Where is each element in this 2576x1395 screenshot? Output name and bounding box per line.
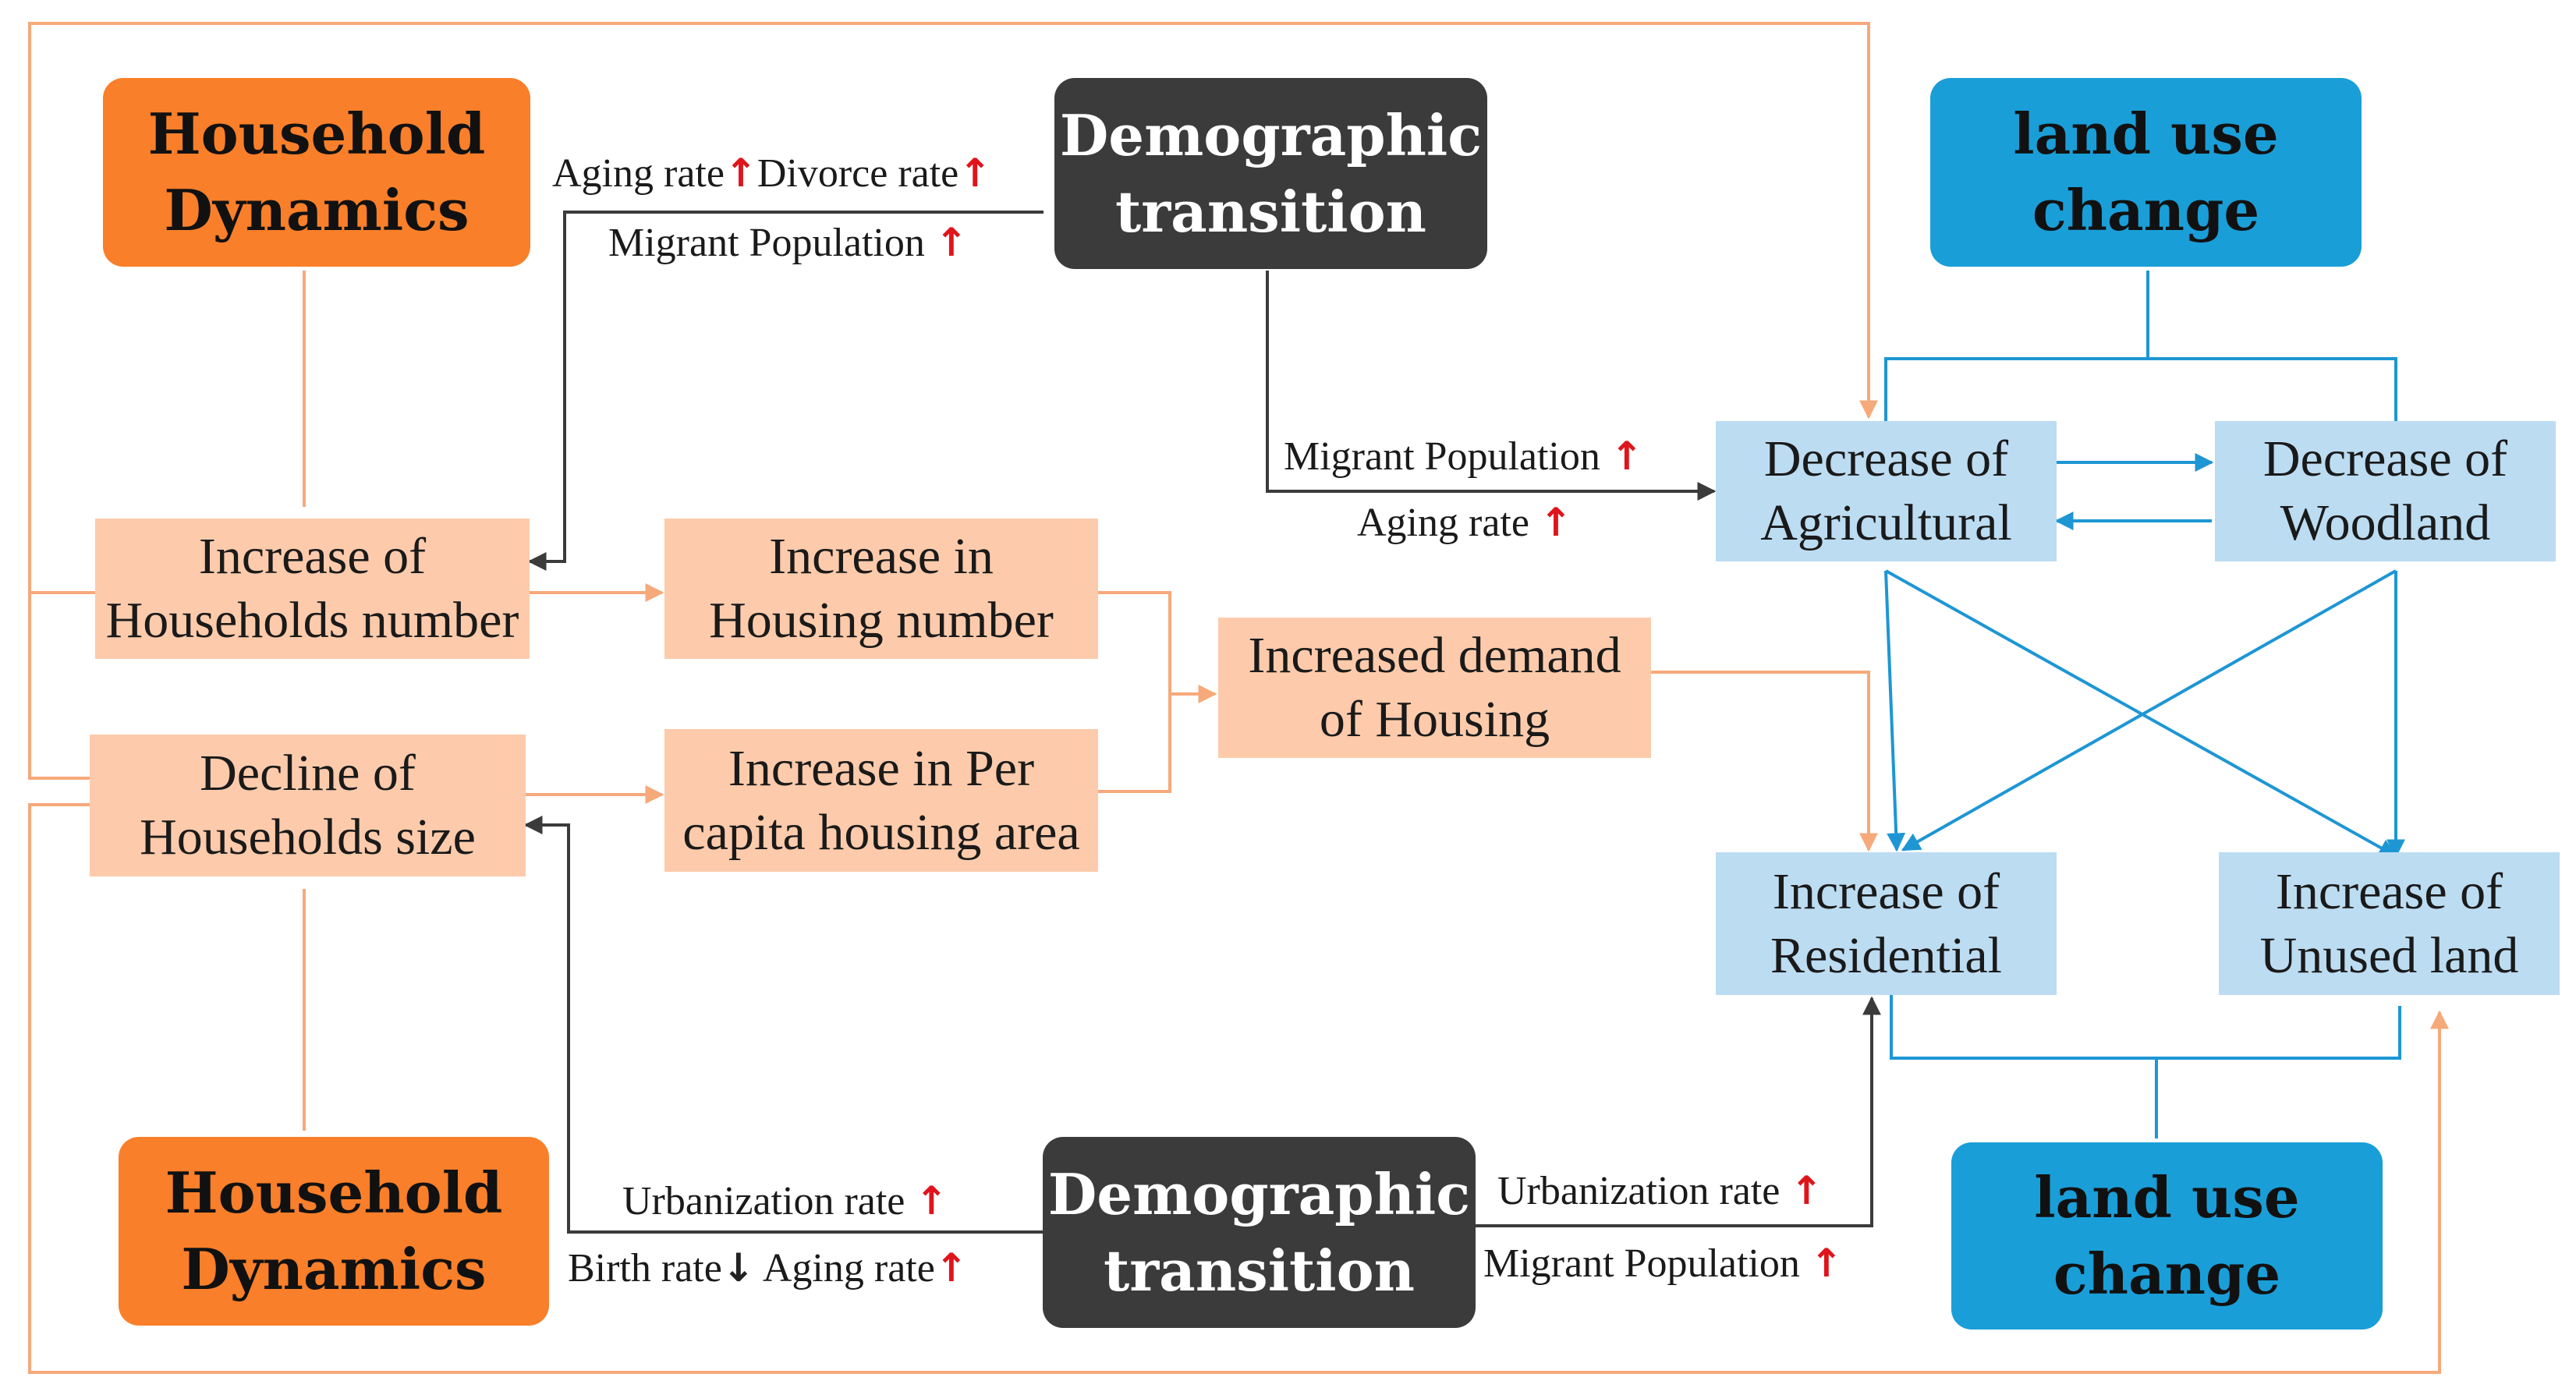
- residential-line-1: Increase of: [1772, 862, 2000, 920]
- per-capita-line-1: Increase in Per: [728, 739, 1035, 797]
- down-arrow-icon: ↓: [721, 1245, 755, 1291]
- woodland-to-residential-edge: [1901, 569, 2397, 852]
- top-right-migrant-label: Migrant Population ↑: [1284, 433, 1643, 480]
- households-number-line-2: Households number: [105, 592, 519, 649]
- top-left-rates-label: Aging rate↑Divorce rate↑: [552, 150, 991, 197]
- housing-number-line-1: Increase in: [769, 528, 994, 585]
- per-capita-housing-area-box: Increase in Per capita housing area: [664, 729, 1098, 872]
- demographic-top-to-agricultural-edge: [1266, 271, 1717, 501]
- top-left-aging-rate: Aging rate: [552, 151, 725, 196]
- bottom-left-aging-rate: Aging rate: [762, 1246, 935, 1291]
- housing-number-box: Increase in Housing number: [664, 519, 1098, 659]
- bottom-right-migrant-label: Migrant Population ↑: [1483, 1240, 1843, 1287]
- household-bottom-line-2: Dynamics: [181, 1236, 487, 1302]
- bottom-right-migrant-population: Migrant Population: [1483, 1241, 1800, 1286]
- demand-to-residential-edge: [1651, 671, 1878, 852]
- demographic-transition-top-box: Demographic transition: [1054, 78, 1487, 269]
- unused-land-line-1: Increase of: [2275, 862, 2503, 920]
- housing-merge-bracket: [1098, 591, 1171, 793]
- landuse-bottom-merge-edge: [1890, 995, 2401, 1138]
- household-dynamics-bottom-box: Household Dynamics: [119, 1137, 549, 1326]
- unused-land-line-2: Unused land: [2259, 926, 2519, 984]
- housing-demand-line-1: Increased demand: [1248, 627, 1621, 684]
- demographic-top-line-2: transition: [1114, 178, 1427, 245]
- up-arrow-icon: ↑: [958, 150, 992, 196]
- outer-left-branch-edge: [28, 593, 95, 780]
- up-arrow-icon: ↑: [934, 1245, 968, 1291]
- landuse-top-line-2: change: [2032, 177, 2260, 243]
- unused-land-box: Increase of Unused land: [2219, 852, 2560, 995]
- up-arrow-icon: ↑: [934, 220, 968, 265]
- demographic-bottom-to-residential-edge: [1476, 996, 1881, 1227]
- households-size-line-1: Decline of: [200, 745, 416, 802]
- bottom-left-birth-rate: Birth rate: [568, 1246, 722, 1291]
- demographic-bottom-line-2: transition: [1103, 1237, 1416, 1304]
- woodland-line-2: Woodland: [2280, 494, 2491, 551]
- outer-bottom-loop-edge: [28, 803, 2449, 1374]
- households-number-line-1: Increase of: [198, 528, 427, 585]
- bottom-right-urbanization-label: Urbanization rate ↑: [1497, 1167, 1823, 1215]
- household-top-line-1: Household: [147, 101, 486, 167]
- bottom-left-urbanization-rate: Urbanization rate: [622, 1179, 905, 1223]
- housing-number-line-2: Housing number: [709, 592, 1054, 649]
- household-bottom-line-1: Household: [165, 1160, 503, 1226]
- demographic-top-line-1: Demographic: [1059, 101, 1483, 168]
- bottom-left-urbanization-label: Urbanization rate ↑: [622, 1177, 948, 1225]
- demographic-top-to-households-number-edge: [527, 211, 1044, 571]
- agricultural-line-2: Agricultural: [1760, 494, 2012, 551]
- housing-demand-line-2: of Housing: [1319, 691, 1550, 748]
- outer-top-loop-edge: [28, 22, 1878, 594]
- top-right-migrant-population: Migrant Population: [1284, 434, 1600, 479]
- up-arrow-icon: ↑: [724, 150, 757, 196]
- bottom-left-birth-aging-label: Birth rate↓ Aging rate↑: [568, 1245, 968, 1292]
- agricultural-line-1: Decrease of: [1763, 430, 2009, 487]
- landuse-bottom-line-2: change: [2053, 1241, 2281, 1307]
- up-arrow-icon: ↑: [1809, 1241, 1843, 1286]
- households-size-line-2: Households size: [140, 809, 476, 866]
- bottom-right-urbanization-rate: Urbanization rate: [1497, 1169, 1781, 1213]
- land-use-change-top-box: land use change: [1930, 78, 2362, 267]
- housing-demand-box: Increased demand of Housing: [1218, 618, 1651, 758]
- residential-box: Increase of Residential: [1716, 852, 2057, 995]
- agricultural-box: Decrease of Agricultural: [1716, 421, 2057, 561]
- top-left-divorce-rate: Divorce rate: [757, 151, 959, 196]
- households-number-box: Increase of Households number: [95, 519, 530, 659]
- top-left-migrant-label: Migrant Population ↑: [608, 219, 968, 267]
- land-use-change-bottom-box: land use change: [1951, 1142, 2383, 1329]
- woodland-box: Decrease of Woodland: [2215, 421, 2556, 561]
- household-dynamics-top-box: Household Dynamics: [103, 78, 530, 267]
- residential-line-2: Residential: [1770, 926, 2002, 984]
- up-arrow-icon: ↑: [1539, 500, 1572, 545]
- top-right-aging-label: Aging rate ↑: [1357, 499, 1572, 547]
- households-size-box: Decline of Households size: [90, 735, 526, 876]
- household-top-line-2: Dynamics: [164, 177, 469, 243]
- woodland-line-1: Decrease of: [2262, 430, 2508, 487]
- up-arrow-icon: ↑: [1610, 434, 1643, 479]
- top-right-aging-rate: Aging rate: [1357, 501, 1529, 545]
- landuse-bottom-line-1: land use: [2034, 1164, 2300, 1230]
- landuse-top-line-1: land use: [2013, 101, 2279, 167]
- up-arrow-icon: ↑: [915, 1178, 948, 1223]
- landuse-top-split-edge: [1884, 271, 2397, 421]
- top-left-migrant-population: Migrant Population: [608, 221, 925, 265]
- demographic-bottom-line-1: Demographic: [1047, 1160, 1471, 1227]
- per-capita-line-2: capita housing area: [682, 803, 1080, 861]
- demographic-transition-bottom-box: Demographic transition: [1043, 1137, 1476, 1328]
- demographic-bottom-to-households-size-edge: [523, 816, 1043, 1234]
- up-arrow-icon: ↑: [1790, 1168, 1823, 1213]
- agricultural-to-residential-edge: [1884, 570, 1906, 852]
